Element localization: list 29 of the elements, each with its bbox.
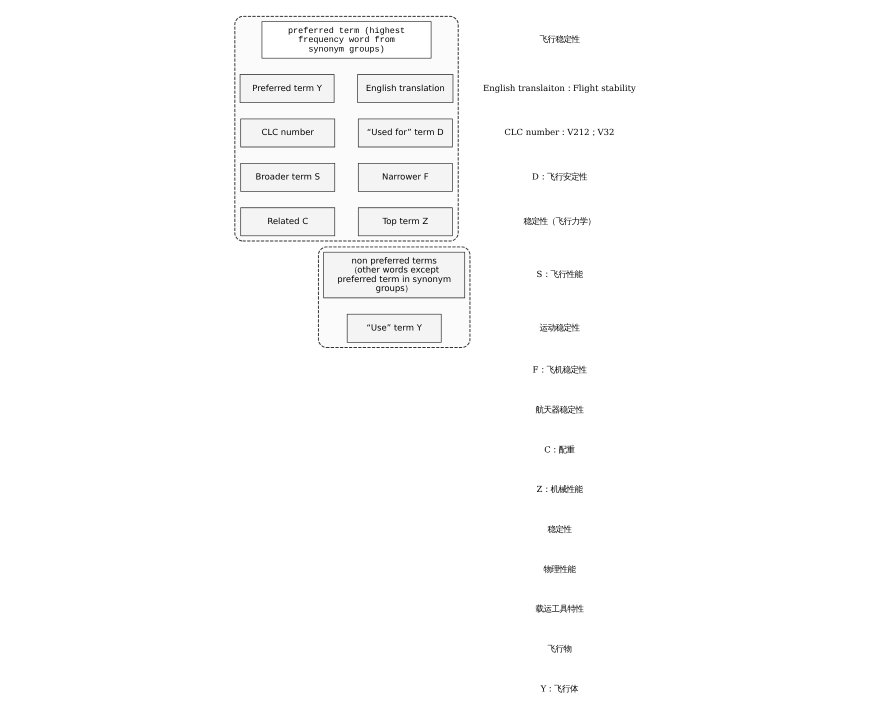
node-box: CLC number [240,118,335,148]
label: 物理性能 [542,564,575,575]
label: S：飞行性能 [536,270,582,280]
label: 载运工具特性 [534,604,583,615]
label: CLC number：V212；V32 [504,128,614,138]
label: 飞行稳定性 [538,35,579,46]
label: F：飞机稳定性 [532,366,586,376]
label: 航天器稳定性 [534,405,583,416]
label: Z：机械性能 [536,485,582,496]
label: 运动稳定性 [538,323,579,334]
label: D：飞行安定性 [532,172,586,183]
node-box: preferred term (highest frequency word from synonym groups) [261,21,431,58]
node-box: Narrower F [357,163,452,192]
node-box: Broader term S [240,163,335,192]
node-box: Related C [240,207,335,236]
label: 飞行物 [546,644,571,654]
label: Y：飞行体 [540,684,578,694]
node-box: English translation [356,74,453,103]
label: C：配重 [544,445,574,456]
cluster [234,16,458,242]
node-box: “Used for” term D [357,118,452,148]
label: English translaiton：Flight stability [482,84,636,94]
label: 稳定性 [546,524,571,535]
node-box: “Use” term Y [346,314,442,343]
cluster [317,246,470,348]
node-box: non preferred terms （other words except preferred term in synonym groups） [322,252,465,298]
node-box: Top term Z [357,207,452,236]
node-box: Preferred term Y [239,74,334,103]
label: 稳定性（飞行力学） [522,217,595,228]
